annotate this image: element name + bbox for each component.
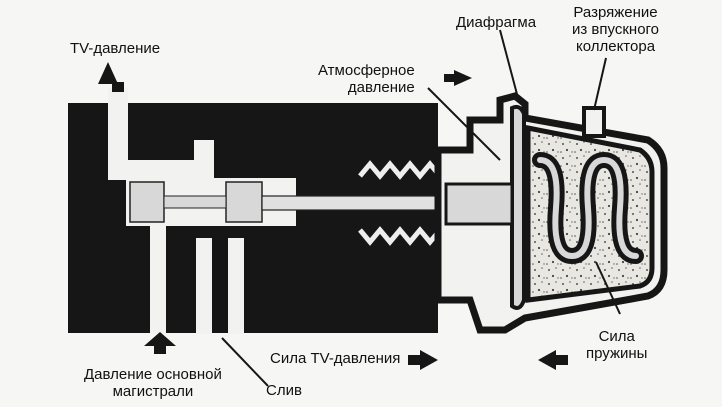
vacuum-nozzle xyxy=(582,106,606,138)
spring-force-arrow-stem xyxy=(554,355,568,365)
main-line-arrow-stem xyxy=(154,344,166,354)
drain-channel-a xyxy=(196,238,212,334)
drain-channel-b xyxy=(228,238,244,334)
tv-force-label: Сила TV-давления xyxy=(270,350,401,367)
main-line-label-line-1: Давление основной xyxy=(84,366,222,383)
tv-cross-channel xyxy=(108,160,214,180)
spool-land-left xyxy=(129,181,165,223)
diaphragm-label: Диафрагма xyxy=(456,14,537,31)
atmospheric-arrow-icon xyxy=(454,70,472,86)
atmospheric-label-line-1: Атмосферное xyxy=(318,62,415,79)
spool-stem xyxy=(163,195,227,209)
drain-leader xyxy=(221,337,269,387)
diaphragm-leader xyxy=(499,29,519,99)
atmospheric-label: Атмосферное давление xyxy=(318,62,415,96)
tv-force-arrow-icon xyxy=(420,350,438,370)
vacuum-leader xyxy=(593,57,607,111)
vacuum-label-line-2: из впускного xyxy=(572,21,660,38)
tv-pressure-arrow-icon xyxy=(98,62,118,84)
boot-bottom xyxy=(358,226,442,246)
spring-force-label-line-2: пружины xyxy=(586,345,648,362)
vacuum-label-line-1: Разряжение xyxy=(573,4,658,21)
vacuum-label-line-3: коллектора xyxy=(575,38,656,55)
spring-leader xyxy=(595,261,621,315)
spool-land-right xyxy=(225,181,263,223)
tv-force-arrow-stem xyxy=(408,355,422,365)
main-line-channel xyxy=(150,224,166,334)
tv-pressure-label: TV-давление xyxy=(70,40,161,57)
diaphragm xyxy=(510,104,526,310)
main-line-label: Давление основной магистрали xyxy=(84,366,222,400)
spring-force-arrow-icon xyxy=(538,350,556,370)
tv-pressure-arrow-stem xyxy=(112,82,124,92)
tv-outlet-channel xyxy=(108,88,128,180)
drain-label: Слив xyxy=(266,382,302,399)
diaphragm-plate xyxy=(444,182,514,226)
tv-feedback-channel xyxy=(194,140,214,180)
main-line-label-line-2: магистрали xyxy=(112,383,194,400)
vacuum-label: Разряжение из впускного коллектора xyxy=(572,4,659,55)
spring-force-label: Сила пружины xyxy=(586,328,647,362)
spring-highlight xyxy=(537,156,639,260)
atmospheric-arrow-stem xyxy=(444,74,456,82)
atmospheric-leader xyxy=(427,87,501,161)
boot-top xyxy=(358,160,442,180)
main-line-arrow-icon xyxy=(144,332,176,346)
spring-force-label-line-1: Сила xyxy=(598,328,635,345)
atmospheric-label-line-2: давление xyxy=(347,79,415,96)
